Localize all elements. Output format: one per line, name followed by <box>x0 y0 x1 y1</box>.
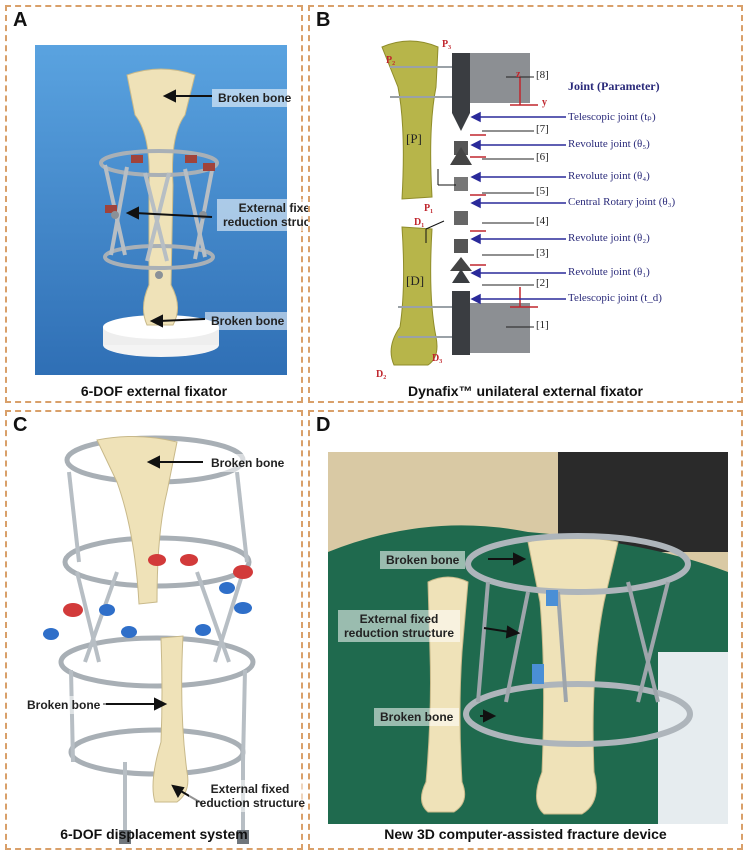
number-2: [2] <box>536 277 549 289</box>
panel-d-arrows <box>480 552 527 723</box>
joint-revolute-1: Revolute joint (θ₁) <box>568 266 650 278</box>
panel-c-caption: 6-DOF displacement system <box>60 826 248 842</box>
annotation-broken-bone-top: Broken bone <box>380 551 466 569</box>
joint-revolute-4: Revolute joint (θ₄) <box>568 170 650 182</box>
panel-d-label: D <box>316 414 331 436</box>
point-p1: P₁ <box>424 203 434 214</box>
annotation-broken-bone-top: Broken bone <box>212 89 298 107</box>
annotation-broken-bone-bottom: Broken bone <box>374 708 460 726</box>
panel-b-caption: Dynafix™ unilateral external fixator <box>408 383 643 399</box>
axis-y-label: y <box>542 97 547 108</box>
point-p3: P₃ <box>442 39 452 50</box>
joint-revolute-2: Revolute joint (θ₂) <box>568 232 650 244</box>
panel-a: A <box>5 5 340 403</box>
panel-a-caption: 6-DOF external fixator <box>80 383 228 399</box>
point-d1: D₁ <box>414 217 425 228</box>
number-3: [3] <box>536 247 549 259</box>
panel-d: D Broken bone External fixed reduction s… <box>308 410 743 850</box>
joint-revolute-5: Revolute joint (θ₅) <box>568 138 650 150</box>
panel-d-photo <box>328 452 728 824</box>
annotation-broken-bone-mid: Broken bone <box>21 696 107 714</box>
number-4: [4] <box>536 215 549 227</box>
annotation-structure: External fixed reduction structure <box>338 610 461 642</box>
panel-a-arrows <box>125 89 213 328</box>
panel-c: C <box>5 410 312 850</box>
point-d2: D₂ <box>376 369 387 380</box>
number-1: [1] <box>536 319 549 331</box>
panel-a-label: A <box>13 9 28 31</box>
joint-central-rotary-3: Central Rotary joint (θ₃) <box>568 196 676 208</box>
label-proximal: [P] <box>406 131 422 146</box>
number-6: [6] <box>536 151 549 163</box>
axis-z-label: z <box>516 69 521 80</box>
joint-telescopic-d: Telescopic joint (t_d) <box>568 292 662 304</box>
panel-b-diagram <box>381 40 566 366</box>
point-d3: D₃ <box>432 353 443 364</box>
joint-telescopic-p: Telescopic joint (tₚ) <box>568 111 656 123</box>
annotation-broken-bone-bottom: Broken bone <box>205 312 291 330</box>
number-5: [5] <box>536 185 549 197</box>
number-7: [7] <box>536 123 549 135</box>
label-distal: [D] <box>406 273 425 288</box>
panel-c-label: C <box>13 414 28 436</box>
number-8: [8] <box>536 69 549 81</box>
annotation-broken-bone-top: Broken bone <box>205 454 291 472</box>
panel-b-label: B <box>316 9 331 31</box>
panel-c-illustration <box>43 435 256 844</box>
point-p2: P₂ <box>386 55 396 66</box>
joint-title: Joint (Parameter) <box>568 79 660 93</box>
panel-d-caption: New 3D computer-assisted fracture device <box>384 826 667 842</box>
annotation-structure: External fixed reduction structure <box>189 780 312 812</box>
panel-b: B <box>308 5 743 403</box>
